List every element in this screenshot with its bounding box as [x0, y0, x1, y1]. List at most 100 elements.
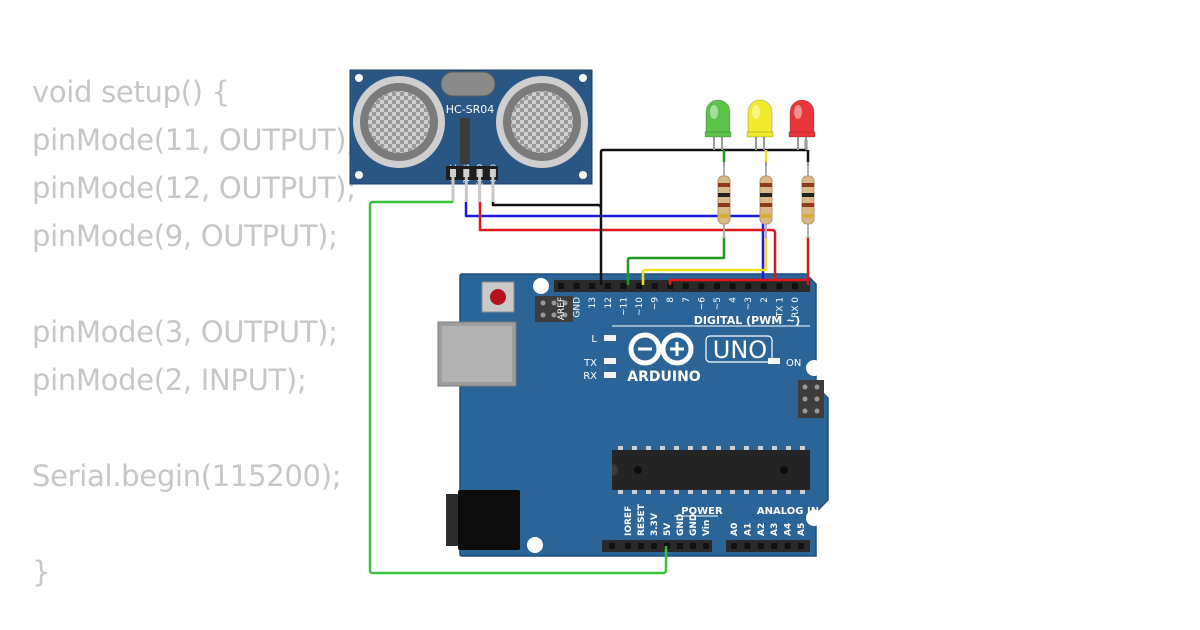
power-pin-hole[interactable]: [703, 543, 709, 549]
power-pin-hole[interactable]: [609, 543, 615, 549]
analog-pin-hole[interactable]: [757, 543, 764, 549]
power-pin-hole[interactable]: [638, 543, 644, 549]
red-led[interactable]: [788, 99, 816, 168]
analog-pin-hole[interactable]: [784, 543, 791, 549]
sensor-pin[interactable]: [476, 169, 483, 177]
digital-pin-hole[interactable]: [604, 283, 611, 289]
digital-pin-header[interactable]: [554, 280, 810, 292]
led-l-indicator: L: [591, 334, 616, 345]
model-badge: [705, 335, 773, 363]
digital-pin-label: ~5: [713, 297, 723, 310]
gnd-wire[interactable]: [491, 202, 603, 285]
chip-leg: [800, 446, 805, 450]
mounting-hole: [806, 510, 822, 526]
yellow-led-wire[interactable]: [641, 236, 768, 285]
yellow-led[interactable]: [746, 99, 774, 168]
sensor-pin[interactable]: [450, 169, 456, 177]
sensor-pin-header[interactable]: [446, 166, 498, 202]
chip-leg: [772, 446, 777, 450]
digital-pin-hole[interactable]: [558, 283, 564, 289]
chip-leg: [716, 446, 721, 450]
code-line: }: [32, 555, 51, 589]
digital-pin-hole[interactable]: [698, 283, 705, 289]
digital-pin-hole[interactable]: [745, 283, 752, 289]
power-pin-label: 5V: [663, 523, 673, 536]
power-pin-label: IOREF: [624, 506, 634, 536]
power-pin-hole[interactable]: [677, 543, 683, 549]
code-line: pinMode(12, OUTPUT);: [32, 171, 356, 205]
digital-pin-hole[interactable]: [651, 283, 658, 289]
code-listing: void setup() { pinMode(11, OUTPUT); pinM…: [32, 68, 356, 596]
resistor[interactable]: [759, 166, 773, 238]
power-pin-header[interactable]: [602, 540, 712, 552]
echo-wire[interactable]: [478, 202, 777, 280]
mounting-hole: [579, 171, 587, 179]
power-pin-hole[interactable]: [651, 543, 657, 549]
digital-pin-hole[interactable]: [620, 283, 627, 289]
power-pin-hole[interactable]: [625, 543, 631, 549]
analog-pin-label: A3: [770, 523, 780, 536]
sensor-pin[interactable]: [489, 169, 496, 177]
power-pin-hole[interactable]: [690, 543, 696, 549]
chip-leg: [730, 446, 735, 450]
vcc-wire[interactable]: [368, 200, 668, 575]
analog-pin-hole[interactable]: [771, 543, 778, 549]
digital-pin-hole[interactable]: [792, 283, 798, 289]
analog-pin-hole[interactable]: [798, 543, 804, 549]
analog-pin-label: A4: [784, 523, 794, 536]
digital-pin-hole[interactable]: [776, 283, 783, 289]
digital-pin-hole[interactable]: [760, 283, 767, 289]
digital-pin-hole[interactable]: [636, 283, 642, 289]
chip-leg: [660, 446, 665, 450]
analog-pin-header[interactable]: [726, 540, 810, 552]
usb-connector: [437, 321, 517, 387]
green-led-wire[interactable]: [626, 236, 726, 285]
chip-leg: [688, 446, 693, 450]
chip-leg: [744, 490, 749, 494]
chip-leg: [786, 490, 791, 494]
reset-button[interactable]: [481, 281, 515, 313]
chip-leg: [758, 446, 763, 450]
digital-pin-hole[interactable]: [573, 283, 580, 289]
analog-pin-hole[interactable]: [744, 543, 751, 549]
digital-pin-hole[interactable]: [682, 283, 689, 289]
digital-pin-label: 7: [682, 297, 692, 303]
mounting-hole: [579, 74, 587, 82]
resistor[interactable]: [801, 166, 815, 238]
digital-header-label: DIGITAL (PWM ~): [694, 314, 801, 327]
digital-pin-label: ~11: [619, 297, 629, 316]
svg-text:L: L: [591, 334, 597, 345]
code-line: Serial.begin(115200);: [32, 459, 342, 493]
mounting-hole: [527, 537, 543, 553]
red-led-wire[interactable]: [668, 236, 810, 285]
green-led[interactable]: [704, 99, 732, 168]
resistor[interactable]: [717, 166, 731, 238]
svg-text:TX: TX: [583, 358, 597, 369]
microcontroller-chip: [612, 446, 810, 494]
digital-pin-hole[interactable]: [729, 283, 736, 289]
digital-pin-label: AREF: [557, 297, 567, 320]
digital-pin-hole[interactable]: [714, 283, 720, 289]
code-line: pinMode(11, OUTPUT);: [32, 123, 356, 157]
transmitter-transducer: [353, 76, 445, 168]
ultrasonic-sensor[interactable]: HC-SR04 VCCTRIGECHOGND: [349, 69, 593, 202]
mounting-hole: [806, 360, 822, 376]
analog-pin-hole[interactable]: [731, 543, 737, 549]
analog-pin-label: A0: [730, 523, 740, 536]
digital-pin-label: ~10: [635, 297, 645, 316]
power-pin-label: Vin: [702, 520, 712, 536]
code-line: pinMode(3, OUTPUT);: [32, 315, 338, 349]
sensor-pin-leg: [478, 177, 482, 202]
sensor-pin-leg: [464, 177, 468, 202]
digital-pin-hole[interactable]: [589, 283, 596, 289]
digital-pin-hole[interactable]: [667, 283, 674, 289]
digital-pin-label: ~9: [651, 297, 661, 311]
chip-leg: [758, 490, 763, 494]
led-ground-wire[interactable]: [599, 140, 808, 208]
sensor-pin[interactable]: [463, 169, 470, 177]
digital-pin-label: 2: [760, 297, 770, 303]
